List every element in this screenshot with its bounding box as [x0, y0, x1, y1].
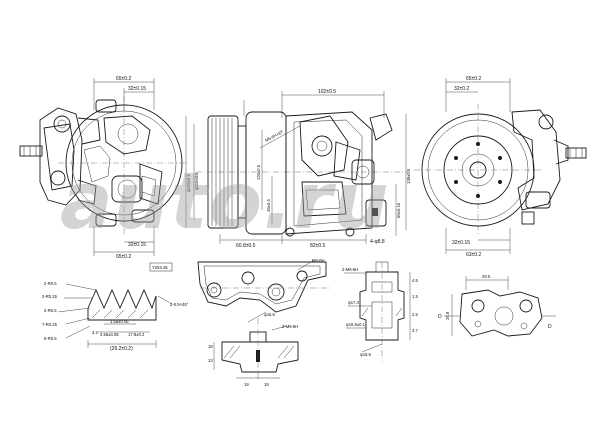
pulley-callout-2: 2-R0.25 — [42, 294, 58, 299]
front-dim-bottom-65: 65±0.2 — [116, 254, 131, 260]
rear-dim-bottom-63: 63±0.2 — [466, 252, 481, 258]
pulley-callout-4: 7-R0.25 — [42, 322, 58, 327]
side-dim-82: 82±0.5 — [310, 243, 325, 249]
right-callout-26-8: 26.8 — [445, 311, 450, 320]
pulley-callout-9: 17.8±0.2 — [128, 332, 145, 337]
rear-dim-top-65: 65±0.2 — [466, 76, 481, 82]
side-dim-phi110: φ110±0.5 — [194, 172, 199, 190]
port-callout-phi16: φ16.8±0.1 — [346, 322, 366, 327]
manifold-callout-18: 18 — [208, 344, 213, 349]
pulley-callout-10: 2-0.5×45° — [170, 302, 189, 307]
port-callout-2m6: 2-M6-6H — [342, 267, 358, 272]
pulley-callout-5: 6-R0.5 — [44, 336, 57, 341]
right-detail: 28.5 26.8 D D — [438, 274, 556, 337]
pulley-groove-detail: Y253.45 2-R0.5 2-R0.25 2-R0.5 7-R0.25 6-… — [42, 262, 189, 352]
side-dim-102: 102±0.5 — [318, 89, 336, 95]
front-dim-top-65: 65±0.2 — [116, 76, 131, 82]
side-dim-66: 66±0.15 — [396, 202, 401, 218]
manifold-callout-19a: 19 — [244, 382, 249, 387]
side-dim-139: 139±0.5 — [406, 168, 411, 184]
right-callout-d-left: D — [438, 314, 442, 320]
manifold-callout-phi15: φ15.5 — [264, 312, 276, 317]
pulley-callout-3: 2-R0.5 — [44, 308, 57, 313]
side-dim-133: 133±0.5 — [256, 164, 261, 180]
front-dim-bottom-32: 32±0.15 — [128, 242, 146, 248]
pulley-callout-1: 2-R0.5 — [44, 281, 57, 286]
port-detail: 2-M6-6H φ17.4 φ16.8±0.1 φ15.5 4.5 1.5 2.… — [342, 261, 418, 362]
port-callout-3-7: 3.7 — [412, 328, 418, 333]
port-callout-phi15: φ15.5 — [360, 352, 372, 357]
watermark-logo: auto.ru — [60, 157, 390, 247]
front-dim-top-32: 32±0.15 — [128, 86, 146, 92]
pulley-callout-7: 3.56±0.05 — [110, 319, 129, 324]
pulley-tag: Y253.45 — [152, 265, 168, 270]
right-callout-d-right: D — [548, 324, 552, 330]
side-dim-60-8: 60.8±0.5 — [236, 243, 256, 249]
port-callout-2-5: 2.5 — [412, 312, 418, 317]
side-dim-4-phi8-8: 4-φ8.8 — [370, 239, 385, 245]
port-callout-4-5: 4.5 — [412, 278, 418, 283]
front-view: 65±0.2 32±0.15 32± — [19, 76, 190, 260]
right-callout-28-5: 28.5 — [482, 274, 491, 279]
side-dim-m5: M5-6H×8T — [264, 129, 284, 143]
manifold-callout-2m6: 2-M6-6H — [282, 324, 298, 329]
manifold-callout-13: 13 — [208, 358, 213, 363]
manifold-detail: M5-6H φ15.5 2-M6-6H 18 13 19 19 — [197, 258, 330, 387]
pulley-callout-6: 4.2 — [92, 330, 98, 335]
port-callout-1-5: 1.5 — [412, 294, 418, 299]
pulley-callout-11: (26.2±0.2) — [110, 346, 133, 352]
pulley-callout-8: 3.56±0.05 — [100, 332, 119, 337]
side-dim-phi125: φ125±0.5 — [186, 174, 191, 192]
manifold-callout-19b: 19 — [264, 382, 269, 387]
side-dim-45: 45±0.5 — [266, 199, 271, 212]
manifold-callout-m5: M5-6H — [312, 258, 325, 263]
port-callout-phi17: φ17.4 — [348, 300, 360, 305]
rear-dim-top-32: 32±0.2 — [454, 86, 469, 92]
rear-dim-bottom-32: 32±0.15 — [452, 240, 470, 246]
rear-view: 65±0.2 32±0.2 32±0.15 63±0.2 — [414, 76, 587, 258]
